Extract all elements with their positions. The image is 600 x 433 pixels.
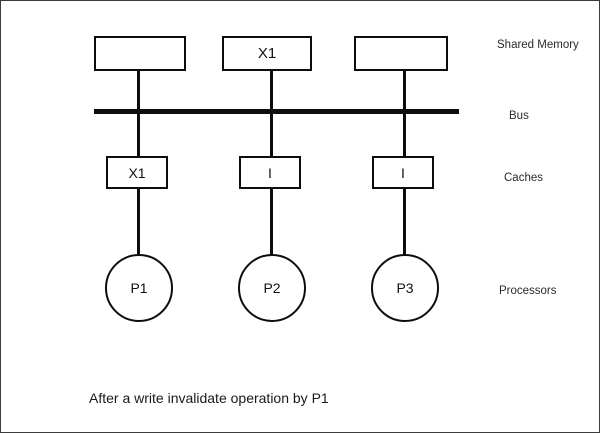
- bus-cache-connector-1: [137, 109, 140, 157]
- shared-memory-box-3: [354, 36, 448, 71]
- processor-circle-2: P2: [238, 254, 306, 322]
- label-bus: Bus: [509, 110, 529, 122]
- cache-processor-connector-3: [403, 189, 406, 257]
- cache-value-2: I: [268, 164, 272, 181]
- memory-bus-connector-3: [403, 71, 406, 116]
- bus-cache-connector-2: [270, 109, 273, 157]
- cache-processor-connector-1: [137, 189, 140, 257]
- processor-label-3: P3: [396, 280, 414, 296]
- memory-bus-connector-1: [137, 71, 140, 116]
- label-shared-memory: Shared Memory: [497, 39, 579, 51]
- processor-circle-1: P1: [105, 254, 173, 322]
- processor-label-1: P1: [130, 280, 148, 296]
- label-caches: Caches: [504, 172, 543, 184]
- cache-value-3: I: [401, 164, 405, 181]
- shared-memory-box-1: [94, 36, 186, 71]
- bus-line: [94, 109, 459, 114]
- cache-value-1: X1: [128, 164, 146, 181]
- processor-label-2: P2: [263, 280, 281, 296]
- cache-box-2: I: [239, 156, 301, 189]
- memory-bus-connector-2: [270, 71, 273, 116]
- cache-box-1: X1: [106, 156, 168, 189]
- cache-processor-connector-2: [270, 189, 273, 257]
- shared-memory-box-2: X1: [222, 36, 312, 71]
- figure-caption: After a write invalidate operation by P1: [89, 390, 329, 406]
- cache-box-3: I: [372, 156, 434, 189]
- bus-cache-connector-3: [403, 109, 406, 157]
- label-processors: Processors: [499, 285, 557, 297]
- processor-circle-3: P3: [371, 254, 439, 322]
- shared-memory-value-2: X1: [257, 45, 277, 62]
